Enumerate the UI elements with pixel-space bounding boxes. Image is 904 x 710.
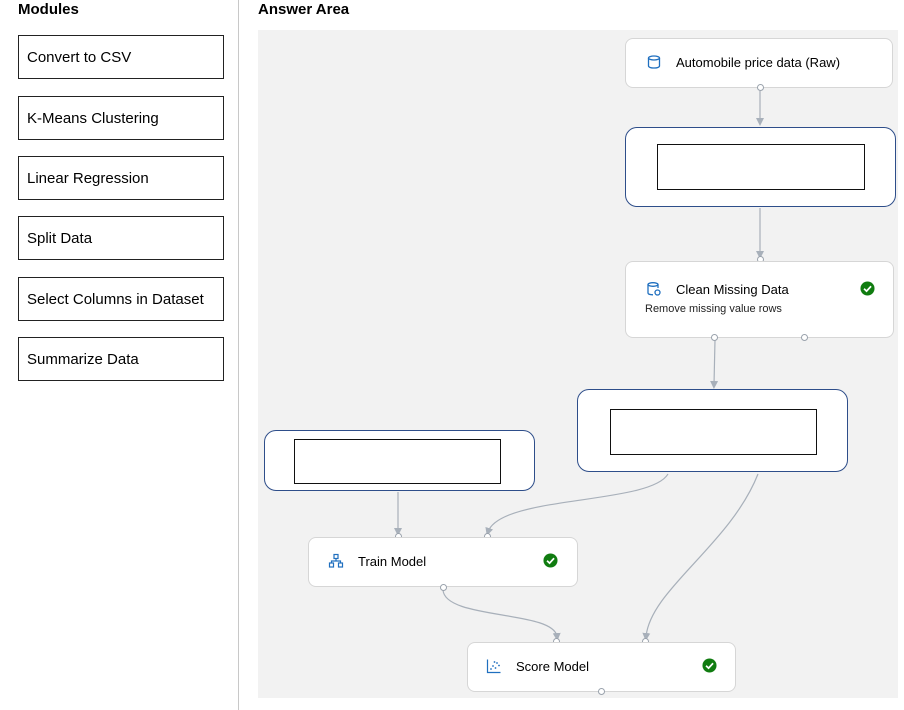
clean-missing-data-node[interactable]: Clean Missing Data Remove missing value … [625,261,894,338]
clean-status-check-icon [860,281,875,296]
module-split-data[interactable]: Split Data [18,216,224,260]
clean-data-icon [646,281,662,297]
connector-slot2-to-score [642,473,759,641]
dataset-node-title: Automobile price data (Raw) [676,54,841,70]
module-summarize-data[interactable]: Summarize Data [18,337,224,381]
drop-zone-2[interactable] [577,389,848,472]
clean-node-subtitle: Remove missing value rows [645,303,782,315]
connector-train-to-score [442,589,561,641]
train-model-icon [328,553,344,569]
train-node-title: Train Model [358,553,427,569]
score-model-node[interactable]: Score Model [467,642,736,692]
modules-heading: Modules [18,1,79,18]
module-convert-to-csv[interactable]: Convert to CSV [18,35,224,79]
module-select-columns-in-dataset[interactable]: Select Columns in Dataset [18,277,224,321]
drop-zone-3[interactable] [264,430,535,491]
drop-slot-1[interactable] [657,144,865,190]
score-model-icon [486,658,502,674]
clean-output-port-2[interactable] [801,334,808,341]
drop-slot-2[interactable] [610,409,817,455]
drop-zone-1[interactable] [625,127,896,207]
dataset-node[interactable]: Automobile price data (Raw) [625,38,893,88]
train-output-port[interactable] [440,584,447,591]
dataset-output-port[interactable] [757,84,764,91]
drop-slot-3[interactable] [294,439,501,484]
score-output-port[interactable] [598,688,605,695]
connector-slot2-to-train [485,473,669,536]
module-linear-regression[interactable]: Linear Regression [18,156,224,200]
answer-area-heading: Answer Area [258,1,350,18]
clean-node-title: Clean Missing Data [676,281,789,297]
database-icon [646,54,662,70]
connector-clean-to-slot2 [710,339,719,389]
train-model-node[interactable]: Train Model [308,537,578,587]
clean-output-port-1[interactable] [711,334,718,341]
score-node-title: Score Model [516,658,589,674]
module-k-means-clustering[interactable]: K-Means Clustering [18,96,224,140]
panel-divider [238,0,239,710]
score-status-check-icon [702,658,717,673]
train-status-check-icon [543,553,558,568]
